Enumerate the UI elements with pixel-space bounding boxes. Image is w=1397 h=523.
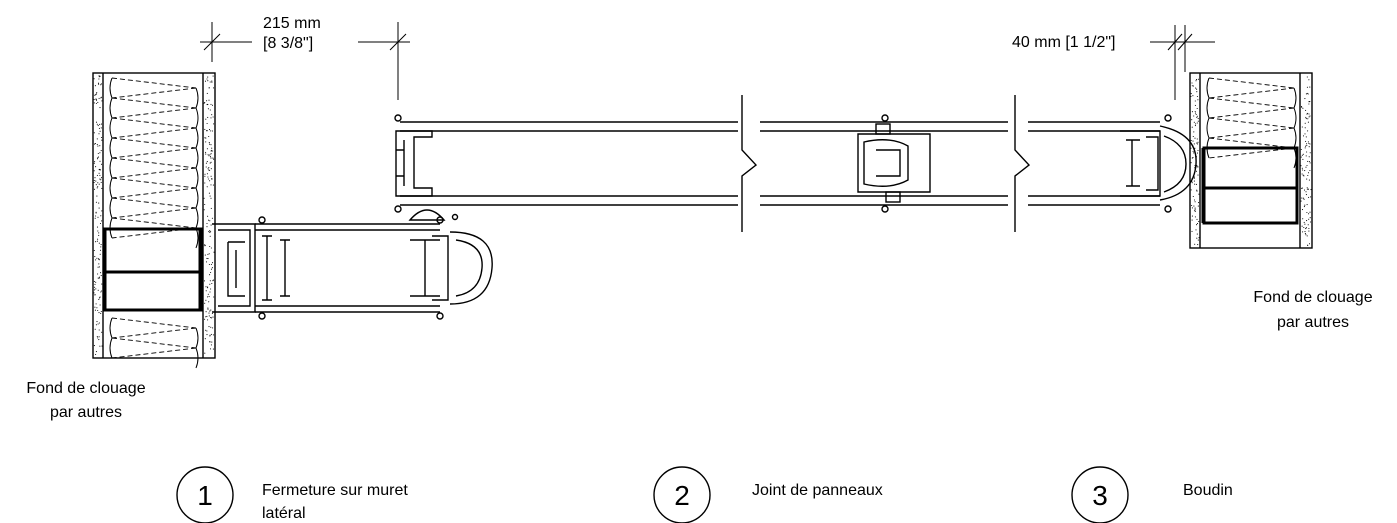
right-wall-section xyxy=(1189,72,1313,249)
legend-label-1-line2: latéral xyxy=(262,505,306,522)
legend-label-3: Boudin xyxy=(1183,482,1233,499)
dimension-215-mm: 215 mm xyxy=(263,15,321,32)
closure-panel xyxy=(212,209,493,320)
left-wall-section xyxy=(92,72,216,369)
left-wall-label-line2: par autres xyxy=(50,404,122,421)
dimension-8-3-8-in: [8 3/8"] xyxy=(263,35,313,52)
legend-item-2: 2 Joint de panneaux xyxy=(653,466,883,523)
left-dimension: 215 mm [8 3/8"] xyxy=(200,15,410,100)
legend-circle-3 xyxy=(1071,466,1129,523)
right-wall-label-line1: Fond de clouage xyxy=(1253,289,1372,306)
panel-row xyxy=(394,95,1197,232)
legend-label-2: Joint de panneaux xyxy=(752,482,883,499)
legend-item-1: 1 Fermeture sur muret latéral xyxy=(176,466,408,523)
legend-label-1-line1: Fermeture sur muret xyxy=(262,482,408,499)
right-wall-label-line2: par autres xyxy=(1277,314,1349,331)
left-wall-label-line1: Fond de clouage xyxy=(26,380,145,397)
legend-circle-1 xyxy=(176,466,234,523)
legend-number-2: 2 xyxy=(674,480,690,511)
legend-item-3: 3 Boudin xyxy=(1071,466,1233,523)
legend-number-3: 3 xyxy=(1092,480,1108,511)
right-dimension: 40 mm [1 1/2"] xyxy=(1012,25,1215,100)
legend-number-1: 1 xyxy=(197,480,213,511)
dimension-40-mm: 40 mm [1 1/2"] xyxy=(1012,34,1116,51)
legend-circle-2 xyxy=(653,466,711,523)
